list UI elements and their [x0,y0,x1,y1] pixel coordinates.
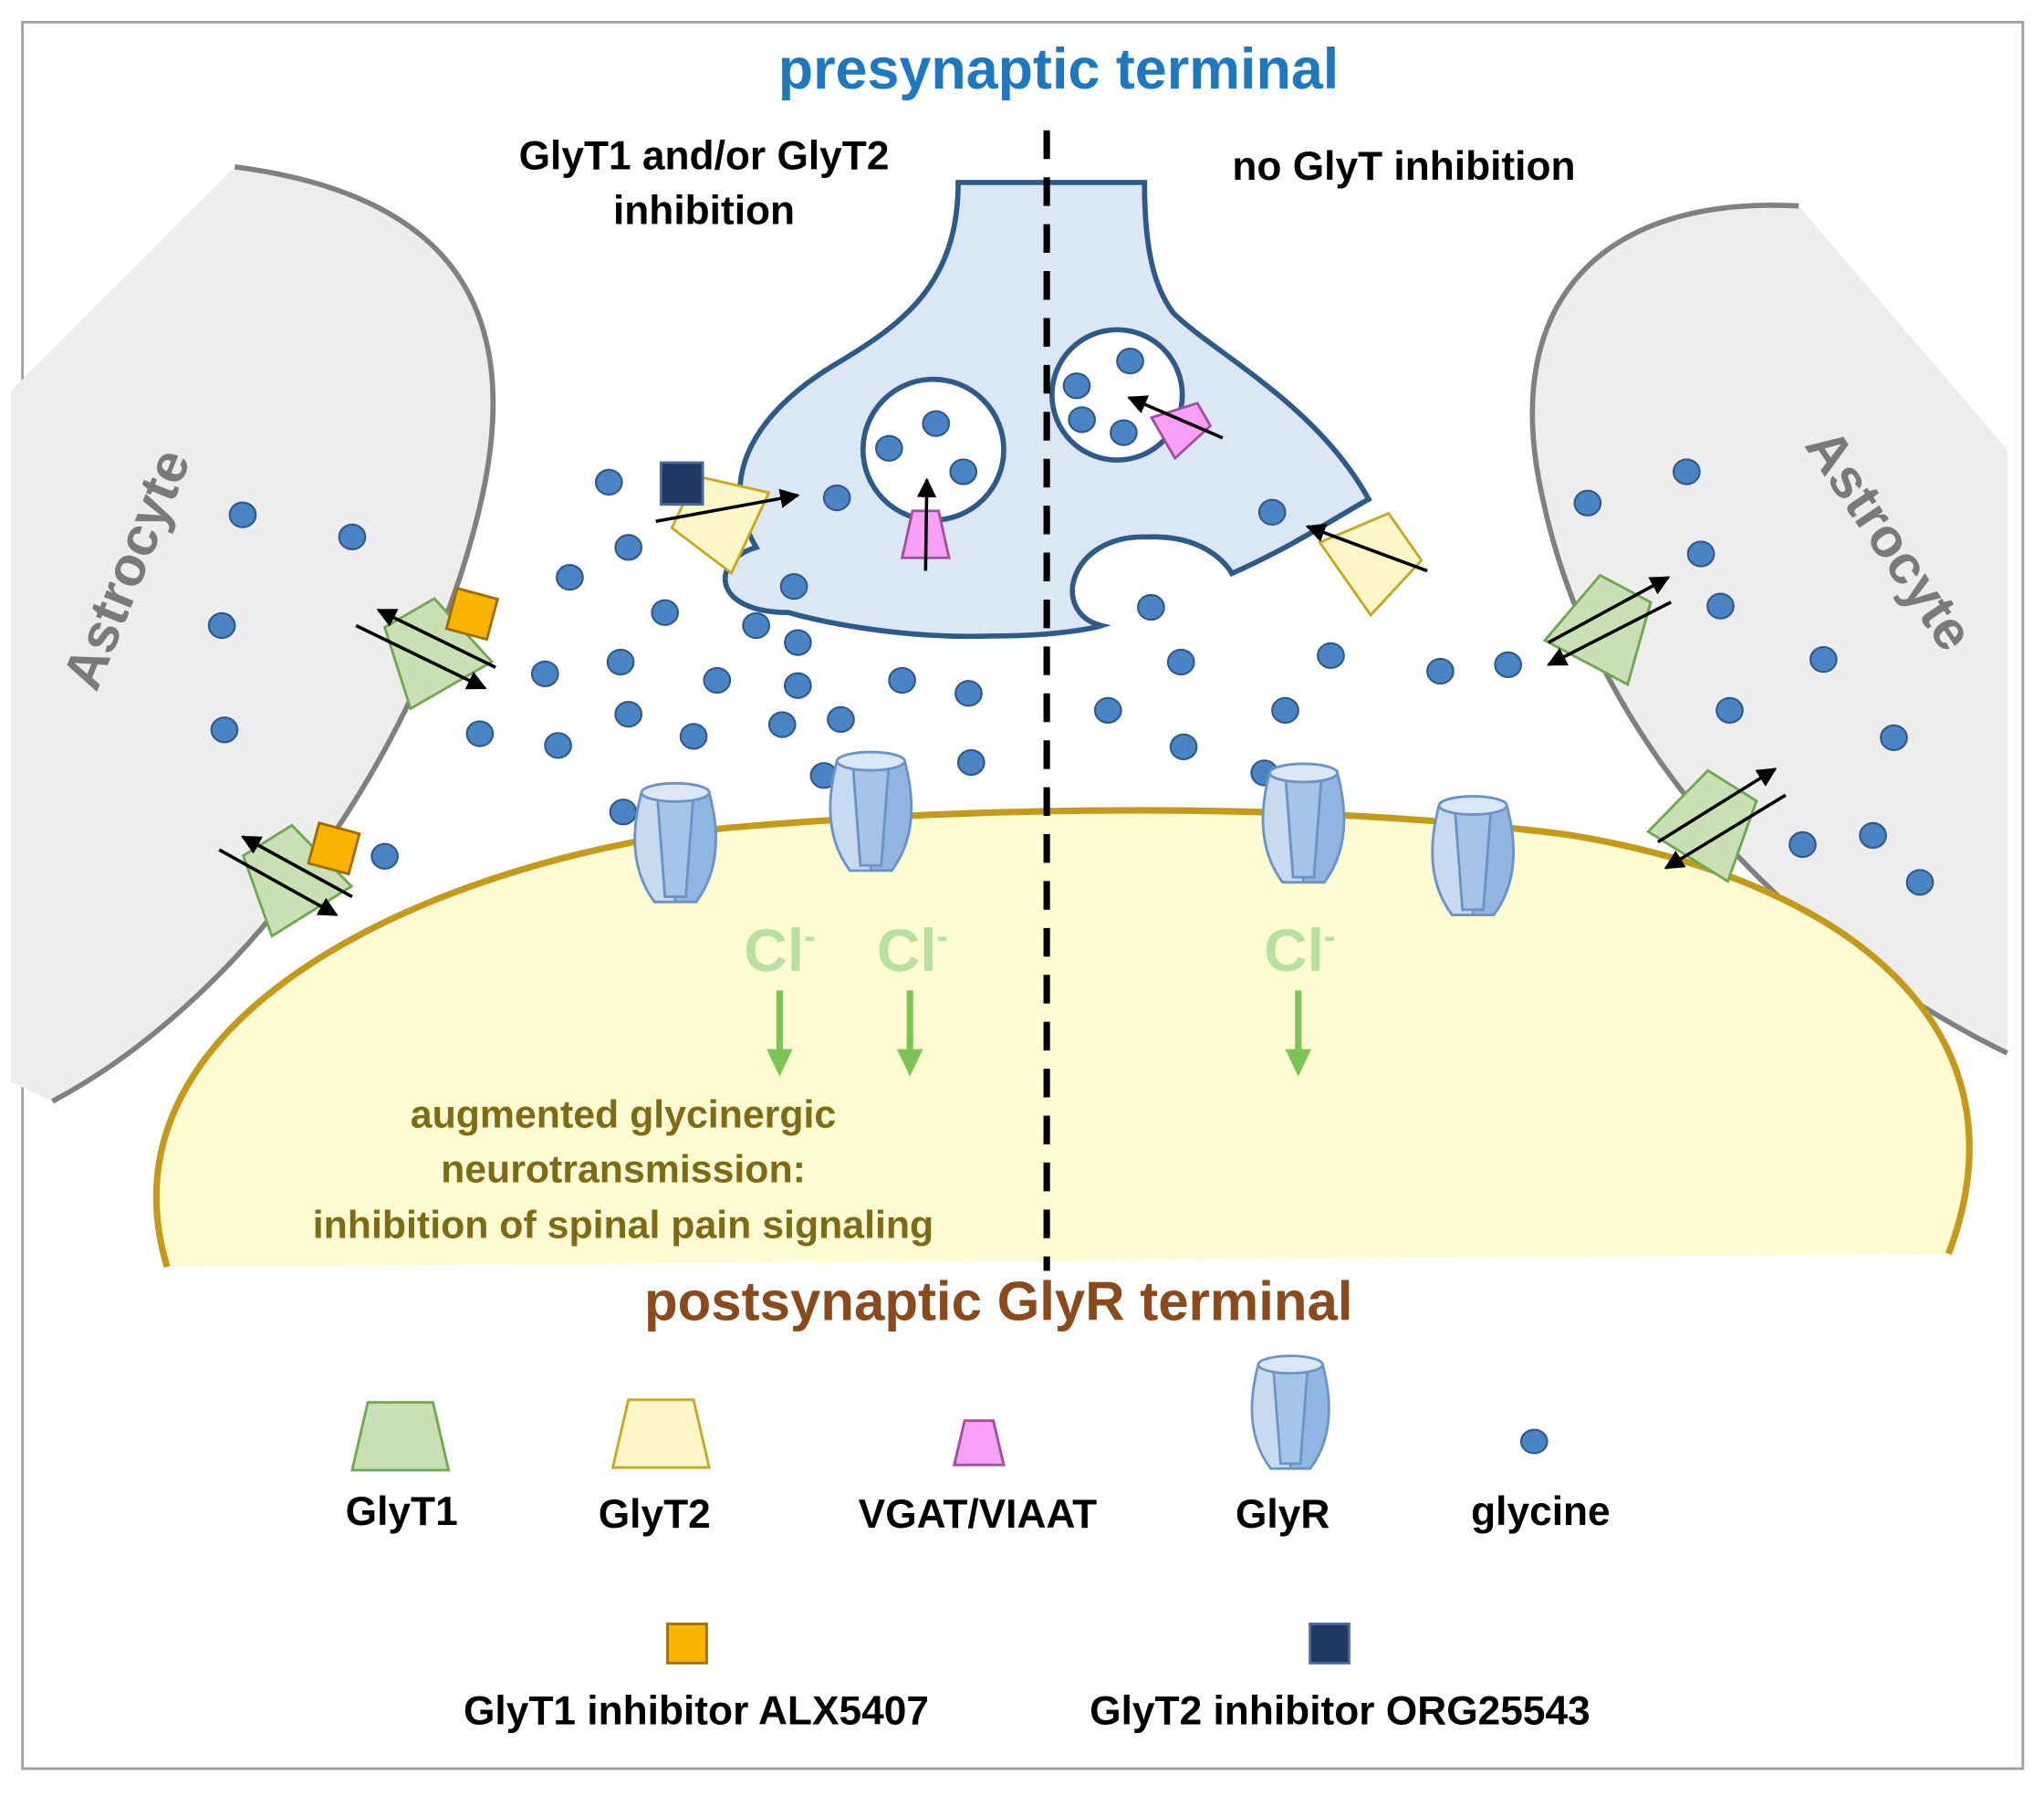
glyr-receptor [1261,762,1346,884]
glycine-molecule [827,705,855,733]
condition-label-left: GlyT1 and/or GlyT2 [519,134,890,179]
glycine-molecule [651,599,680,626]
glycine-molecule [742,611,771,640]
chloride-flow-arrows [766,990,1312,1077]
glycine-molecule [949,458,978,486]
condition-label-right: no GlyT inhibition [1232,144,1575,189]
glycine-molecule [1494,651,1523,678]
glycine-molecule [544,732,572,759]
glycine-molecule [1573,489,1602,517]
glycine-molecule [956,748,986,777]
transport-arrows [218,395,1787,917]
legend-alx5407-label: GlyT1 inhibitor ALX5407 [464,1688,929,1733]
glycine-molecule [1788,830,1817,859]
glyr-receptor [829,750,913,872]
legend-glycine-label: glycine [1471,1489,1611,1534]
glycine-molecule [370,842,399,870]
legend-glyr-label: GlyR [1236,1492,1330,1537]
glycine-molecule [1166,648,1195,676]
legend-vgat-label: VGAT/VIAAT [859,1492,1097,1537]
postsynaptic-title: postsynaptic GlyR terminal [644,1271,1352,1332]
glycine-molecule [594,468,623,496]
legend-glyt1-label: GlyT1 [346,1489,458,1534]
astrocyte-left-cell [10,166,494,1102]
glycine-molecule [1905,869,1934,896]
outcome-text-line1: augmented glycinergic [411,1092,836,1136]
glycine-molecule [874,434,903,462]
glycine-molecule [1110,419,1138,446]
legend-glyt2-label: GlyT2 [599,1492,711,1537]
glycine-molecule [1137,593,1165,621]
legend-glyt1-swatch [350,1401,451,1472]
outcome-text-line2: neurotransmission: [441,1147,806,1191]
glycine-molecule [556,564,584,591]
glycine-molecule [614,534,643,561]
glycine-molecule [1271,696,1299,724]
legend-org25543-swatch [1309,1623,1350,1665]
glyr-receptor [633,781,717,903]
astrocyte-right-cell [1532,204,2008,1053]
glycine-molecule [207,611,236,640]
glycine-molecule [784,672,812,699]
glycine-molecule [767,711,797,738]
legend-alx5407-swatch [666,1623,708,1665]
glycine-molecule [606,648,635,676]
glyr-receptor [1431,795,1516,916]
glycine-molecule [1317,642,1345,670]
glycine-molecule [609,799,638,826]
legend-glyr-swatch [1250,1354,1330,1470]
glycine-molecule [779,573,808,600]
presynaptic-title: presynaptic terminal [778,37,1340,101]
glycine-molecule [1686,540,1716,568]
glycine-molecule [784,629,812,656]
alx5407-inhibitor [444,586,500,642]
glycine-molecule [1716,696,1744,724]
glycine-molecule [1068,406,1097,433]
condition-label-left-line2: inhibition [613,189,795,234]
legend: GlyT1 GlyT2 VGAT/VIAAT GlyR glycine GlyT… [346,1354,1611,1733]
legend-glyt2-swatch [610,1398,712,1469]
glycine-molecule [679,723,708,750]
glycine-molecule [228,501,257,528]
glycine-molecule [210,716,239,744]
glycine-molecule [338,523,367,551]
glycine-molecule [1062,372,1091,400]
legend-glycine-swatch [1519,1428,1549,1455]
astrocyte-left-membrane [51,163,496,1104]
chloride-ion-label: Cl- [877,916,948,984]
glycine-molecule [703,666,732,694]
legend-org25543-label: GlyT2 inhibitor ORG25543 [1090,1688,1590,1733]
glycine-molecule [954,680,983,707]
glycine-molecule [465,720,495,747]
glycine-molecule [822,484,851,512]
glycine-molecule [1093,696,1122,724]
glycine-molecule [614,700,643,728]
glycine-molecule [1169,733,1198,760]
glycine-molecule [1673,458,1701,486]
legend-vgat-swatch [952,1419,1006,1467]
presynaptic-cell [722,180,1372,640]
glycine-molecule [1426,657,1455,685]
postsynaptic-cell [156,809,1970,1268]
glycine-molecule [530,660,559,687]
glycine-molecule [1809,646,1838,674]
glycine-molecule [1706,592,1735,620]
glycine-molecule [888,666,916,694]
glycine-molecule [1859,821,1887,850]
glycine-molecule [1116,347,1144,375]
alx5407-inhibitor [307,820,361,876]
outcome-text-line3: inhibition of spinal pain signaling [313,1204,933,1248]
glycine-molecule [1880,724,1908,751]
glycine-molecule [922,410,951,437]
chloride-ion-label: Cl- [1264,916,1335,984]
org25543-inhibitor [659,461,704,506]
postsynaptic-membrane [152,807,1973,1269]
chloride-ion-label: Cl- [744,916,815,984]
glycine-molecule [1257,498,1287,526]
